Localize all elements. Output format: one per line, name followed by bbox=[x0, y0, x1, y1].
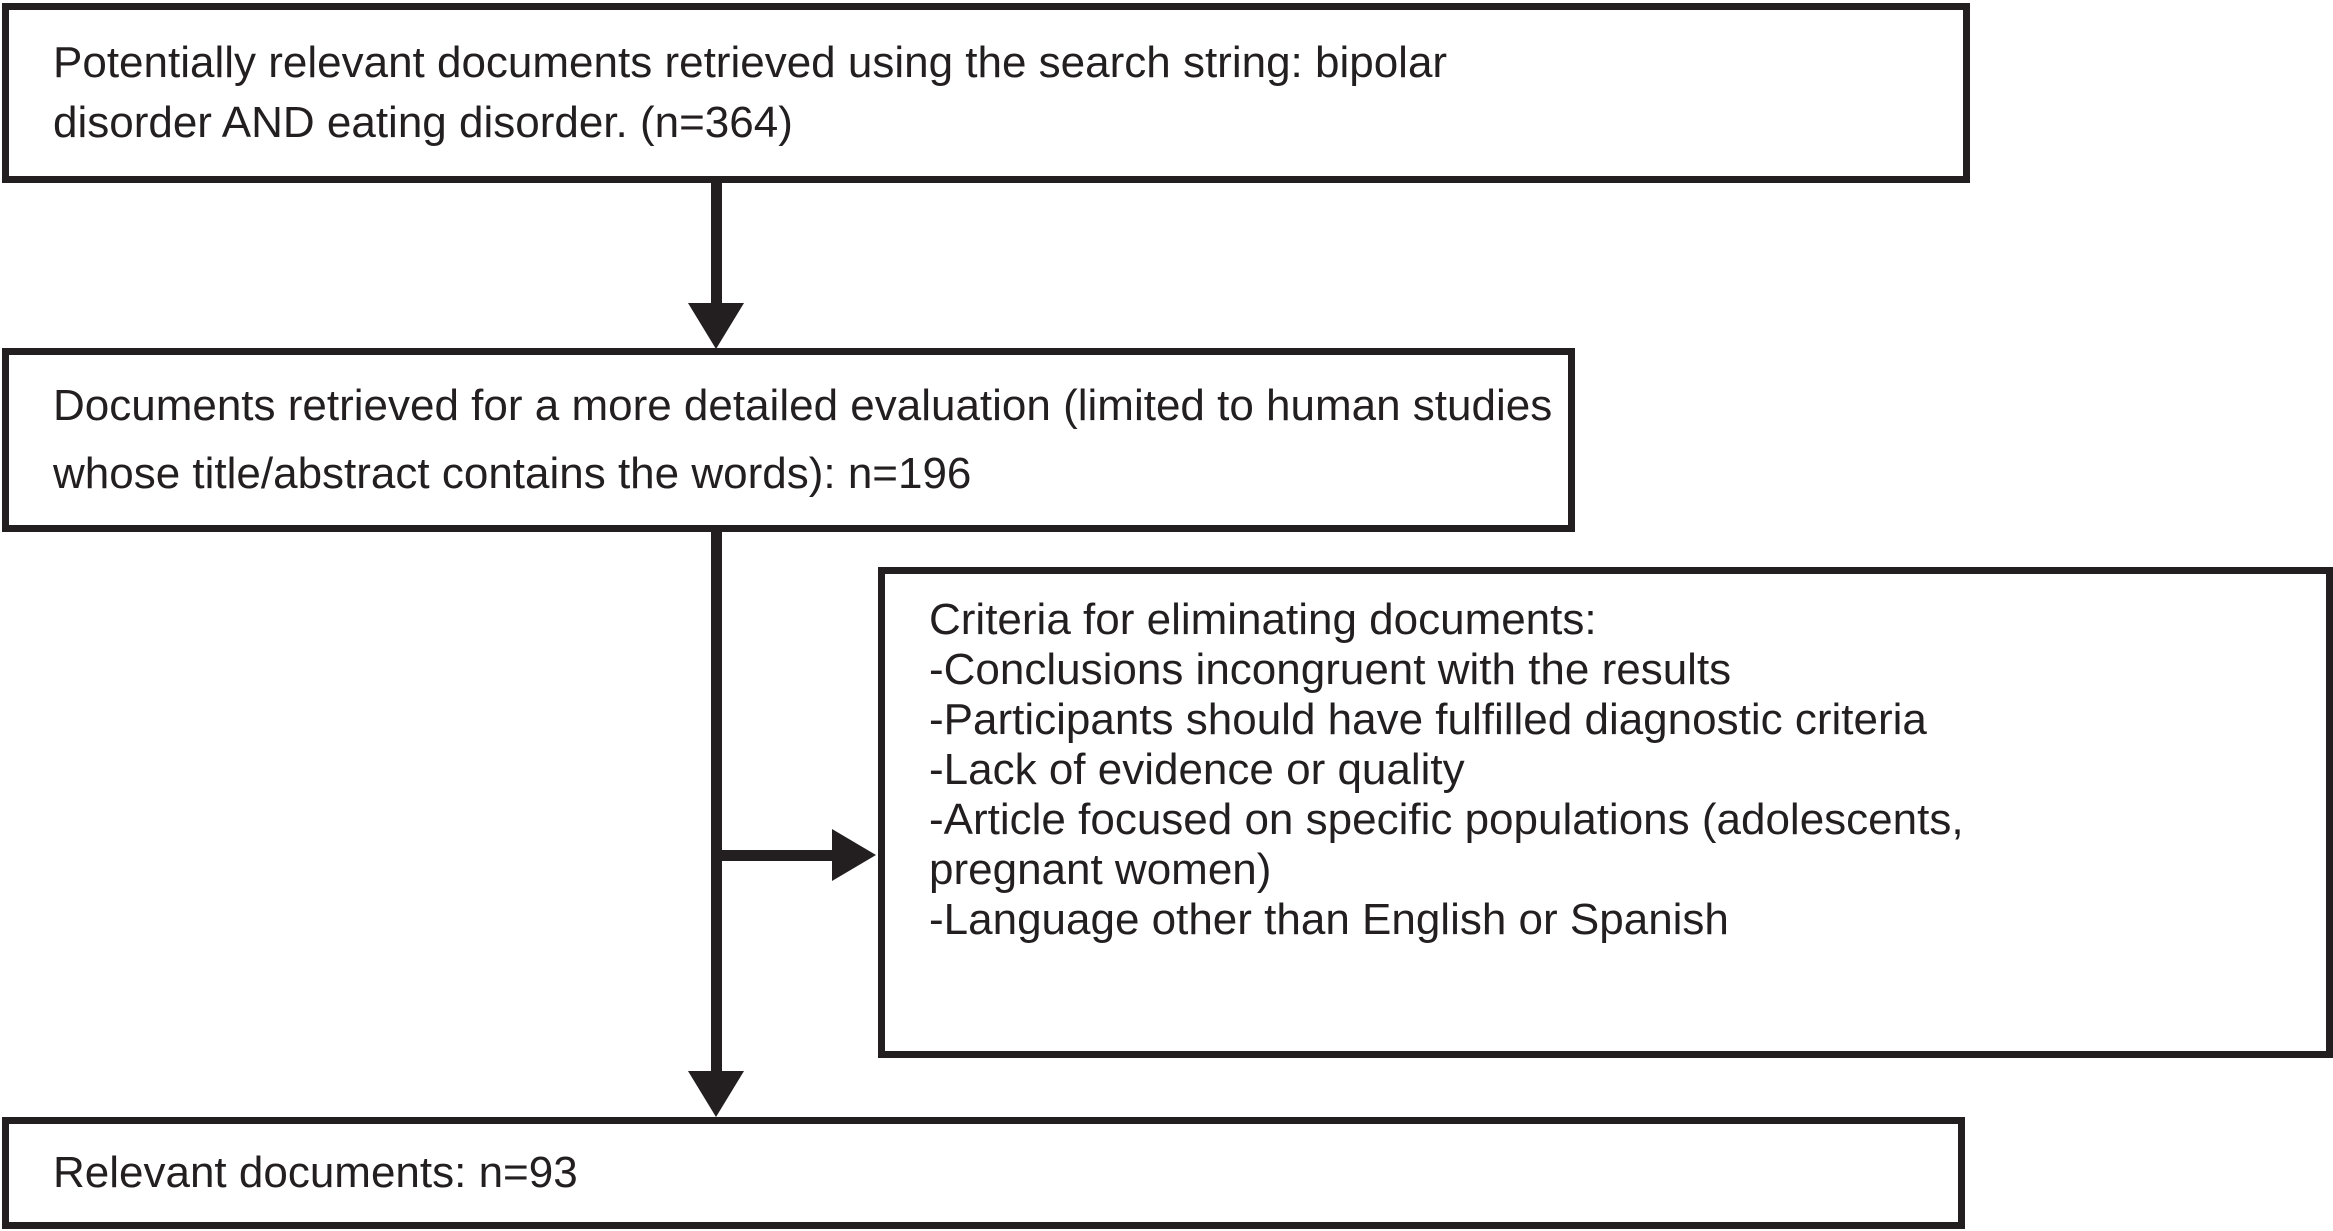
detailed-evaluation-line-2: whose title/abstract contains the words)… bbox=[53, 449, 972, 498]
connector-search-to-evaluation-line bbox=[711, 183, 722, 309]
exclusion-criteria-heading: Criteria for eliminating documents: bbox=[929, 595, 1597, 644]
exclusion-criteria-box: Criteria for eliminating documents: -Con… bbox=[878, 567, 2333, 1058]
relevant-documents-box: Relevant documents: n=93 bbox=[2, 1117, 1965, 1229]
detailed-evaluation-line-1: Documents retrieved for a more detailed … bbox=[53, 381, 1553, 430]
exclusion-criteria-item-4: -Article focused on specific populations… bbox=[929, 795, 1964, 844]
exclusion-criteria-item-4-continued: pregnant women) bbox=[929, 845, 1272, 894]
search-results-line-2: disorder AND eating disorder. (n=364) bbox=[53, 98, 793, 147]
exclusion-criteria-item-1: -Conclusions incongruent with the result… bbox=[929, 645, 1732, 694]
connector-branch-to-criteria-line bbox=[716, 850, 836, 861]
arrow-down-icon-evaluation-to-relevant bbox=[688, 1071, 744, 1117]
arrow-right-icon-branch-to-criteria bbox=[832, 829, 876, 881]
relevant-documents-line-1: Relevant documents: n=93 bbox=[53, 1148, 578, 1197]
detailed-evaluation-box: Documents retrieved for a more detailed … bbox=[2, 348, 1575, 532]
exclusion-criteria-item-5: -Language other than English or Spanish bbox=[929, 895, 1729, 944]
search-results-box: Potentially relevant documents retrieved… bbox=[2, 3, 1970, 183]
search-results-line-1: Potentially relevant documents retrieved… bbox=[53, 38, 1448, 87]
connector-evaluation-to-relevant-line bbox=[711, 532, 722, 1072]
arrow-down-icon-search-to-evaluation bbox=[688, 303, 744, 349]
exclusion-criteria-item-2: -Participants should have fulfilled diag… bbox=[929, 695, 1927, 744]
exclusion-criteria-item-3: -Lack of evidence or quality bbox=[929, 745, 1465, 794]
